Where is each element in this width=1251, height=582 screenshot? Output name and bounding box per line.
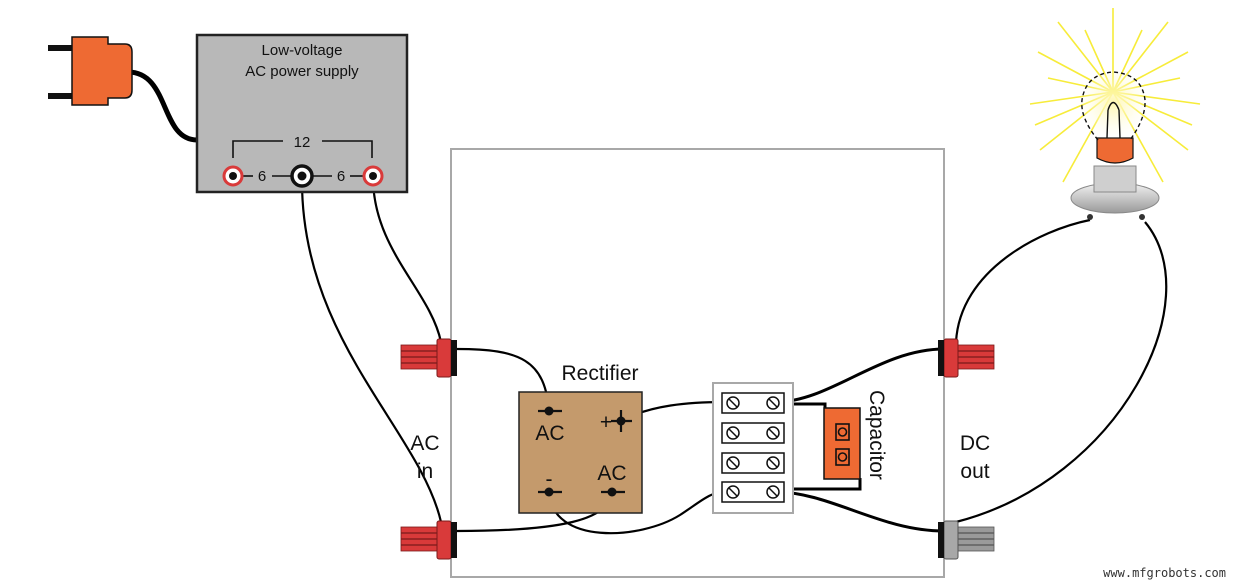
capacitor-label: Capacitor	[865, 390, 888, 480]
psu-right-voltage: 6	[337, 168, 345, 185]
strip-row-3	[721, 452, 785, 474]
psu-terminal-left	[222, 165, 244, 187]
power-plug	[48, 36, 133, 106]
wire-strip-to-dcout-bottom	[775, 490, 945, 533]
rectifier-ac-top-label: AC	[535, 422, 564, 445]
ac-in-terminal-top	[400, 338, 457, 378]
wire-psu-right-to-acin-top	[371, 176, 443, 343]
terminal-strip	[712, 382, 794, 514]
rectifier-minus-label: -	[546, 468, 553, 491]
dc-out-label-line1: DC	[960, 432, 990, 455]
psu-title-line1: Low-voltage	[262, 42, 343, 59]
psu-left-voltage: 6	[258, 168, 266, 185]
psu-title-line2: AC power supply	[245, 63, 359, 80]
watermark: www.mfgrobots.com	[1103, 566, 1226, 580]
strip-row-2	[721, 422, 785, 444]
psu-terminal-center	[290, 164, 314, 188]
ac-in-label-line2: in	[417, 460, 433, 483]
psu-terminal-right	[362, 165, 384, 187]
rectifier-title: Rectifier	[561, 362, 638, 385]
rectifier: Rectifier AC + - AC	[518, 362, 643, 514]
strip-row-4	[721, 481, 785, 503]
lamp	[1029, 8, 1201, 220]
psu-total-voltage: 12	[294, 134, 311, 151]
power-cord	[127, 69, 198, 143]
wire-rect-minus-to-strip	[547, 490, 725, 535]
capacitor: Capacitor	[823, 390, 888, 480]
rectifier-plus-label: +	[600, 411, 612, 434]
power-supply: Low-voltage AC power supply 12 6 6	[195, 33, 409, 194]
dc-out-terminal-bottom	[938, 520, 995, 560]
capacitor-lead-bottom	[784, 478, 862, 491]
ac-in-label-line1: AC	[410, 432, 439, 455]
strip-row-1	[721, 392, 785, 414]
wire-psu-center-to-acin-bottom	[300, 176, 443, 523]
wire-dcout-top-to-lamp	[954, 218, 1091, 343]
rectifier-ac-bottom-label: AC	[597, 462, 626, 485]
wire-dcout-bottom-to-lamp	[955, 221, 1168, 524]
wire-strip-to-dcout-top	[775, 347, 945, 404]
dc-out-label-line2: out	[960, 460, 989, 483]
ac-in-terminal-bottom	[400, 520, 457, 560]
dc-out-terminal-top	[938, 338, 995, 378]
